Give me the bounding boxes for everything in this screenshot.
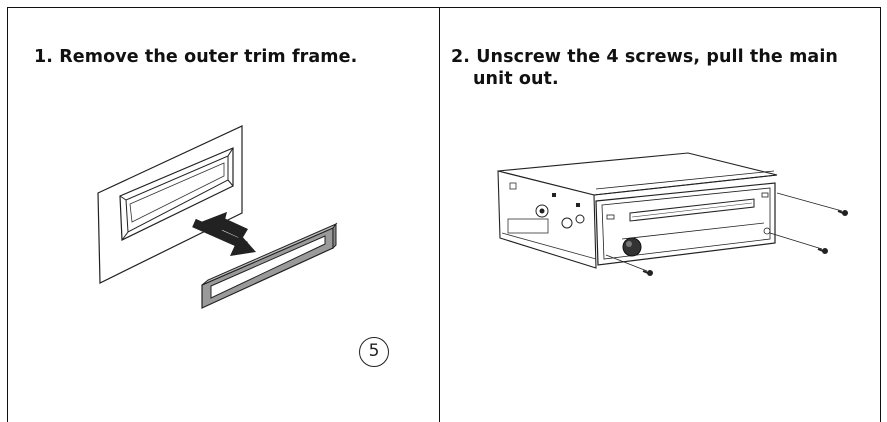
step-2-text-line1: Unscrew the 4 screws, pull the main xyxy=(476,47,838,67)
trim-frame-removal-illustration xyxy=(97,125,338,309)
step-1-number: 1. xyxy=(34,47,54,67)
page-number-badge: 5 xyxy=(359,337,389,367)
table-border-top xyxy=(7,7,881,8)
table-border-left xyxy=(7,7,8,422)
screw-icon xyxy=(837,210,848,216)
step-2-number: 2. xyxy=(451,47,471,67)
screw-icon xyxy=(642,270,653,276)
head-unit-screws-illustration xyxy=(497,152,848,276)
arrow-right-down-icon xyxy=(192,212,256,256)
step-2-title: 2. Unscrew the 4 screws, pull the main u… xyxy=(451,46,871,90)
step-1-title: 1. Remove the outer trim frame. xyxy=(34,46,424,68)
screw-icon xyxy=(817,248,828,254)
step-2-text-line2: unit out. xyxy=(473,69,559,89)
table-border-divider xyxy=(439,7,440,422)
table-border-right xyxy=(880,7,881,422)
step-1-text: Remove the outer trim frame. xyxy=(59,47,358,67)
